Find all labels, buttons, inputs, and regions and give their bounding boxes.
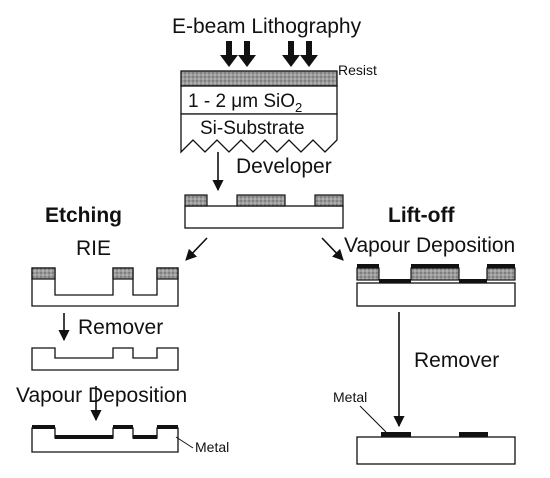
metal-strip-4	[133, 435, 157, 439]
developed-resist-1	[184, 194, 208, 207]
etching-vapour-label: Vapour Deposition	[16, 384, 187, 407]
liftoff-deposited-sample	[356, 264, 516, 307]
ebeam-title: E-beam Lithography	[172, 15, 362, 38]
liftoff-metal-top-3	[487, 264, 515, 268]
liftoff-resist-3	[486, 267, 516, 281]
liftoff-final-base	[356, 436, 516, 465]
rie-resist-2	[112, 267, 134, 280]
liftoff-base	[356, 282, 516, 307]
sio2-layer	[180, 85, 338, 115]
metal-strip-1	[32, 425, 55, 429]
liftoff-title: Lift-off	[388, 204, 455, 227]
initial-stack	[180, 70, 338, 154]
liftoff-resist-2	[410, 267, 460, 281]
liftoff-metal-gap-2	[459, 279, 487, 283]
rie-resist-3	[156, 267, 179, 280]
resist-label: Resist	[338, 62, 377, 78]
rie-label: RIE	[76, 237, 111, 260]
developed-resist-2	[236, 194, 286, 207]
etching-metal-leader	[175, 436, 194, 449]
developed-sample	[184, 194, 344, 229]
liftoff-final-sample	[356, 432, 516, 465]
etching-metal-label: Metal	[195, 439, 229, 455]
developer-label: Developer	[236, 155, 332, 178]
liftoff-vapour-label: Vapour Deposition	[344, 234, 515, 257]
ebeam-arrows	[220, 41, 318, 67]
etched-metal-base	[31, 427, 179, 453]
metal-strip-2	[55, 435, 113, 439]
liftoff-remover-label: Remover	[414, 349, 499, 372]
liftoff-metal-gap-1	[379, 279, 411, 283]
liftoff-final-metal-1	[381, 432, 411, 437]
sio2-label: 1 - 2 μm SiO2	[188, 91, 302, 115]
liftoff-final-metal-2	[459, 432, 488, 437]
substrate-label: Si-Substrate	[200, 118, 305, 139]
rie-sample	[31, 267, 179, 307]
liftoff-metal-leader	[359, 405, 387, 433]
ebeam-arrow-4	[300, 41, 318, 67]
branch-arrow-etching	[185, 237, 208, 261]
etching-title: Etching	[45, 204, 122, 227]
metal-strip-5	[157, 425, 178, 429]
rie-etched-oxide	[31, 267, 179, 307]
branch-arrow-liftoff	[321, 237, 344, 261]
liftoff-metal-label: Metal	[333, 389, 367, 405]
resist-layer	[180, 70, 338, 87]
developed-base	[184, 205, 344, 229]
ebeam-arrow-3	[282, 41, 300, 67]
metal-strip-3	[113, 425, 133, 429]
etching-remover-label: Remover	[78, 316, 163, 339]
etched-metal-sample	[31, 425, 179, 453]
liftoff-resist-1	[356, 267, 380, 281]
rie-resist-1	[31, 267, 56, 280]
etched-substrate	[31, 347, 179, 371]
liftoff-metal-top-2	[411, 264, 459, 268]
si-substrate	[180, 113, 338, 154]
liftoff-metal-top-1	[357, 264, 379, 268]
ebeam-arrow-1	[220, 41, 238, 67]
ebeam-arrow-2	[238, 41, 256, 67]
developed-resist-3	[314, 194, 344, 207]
